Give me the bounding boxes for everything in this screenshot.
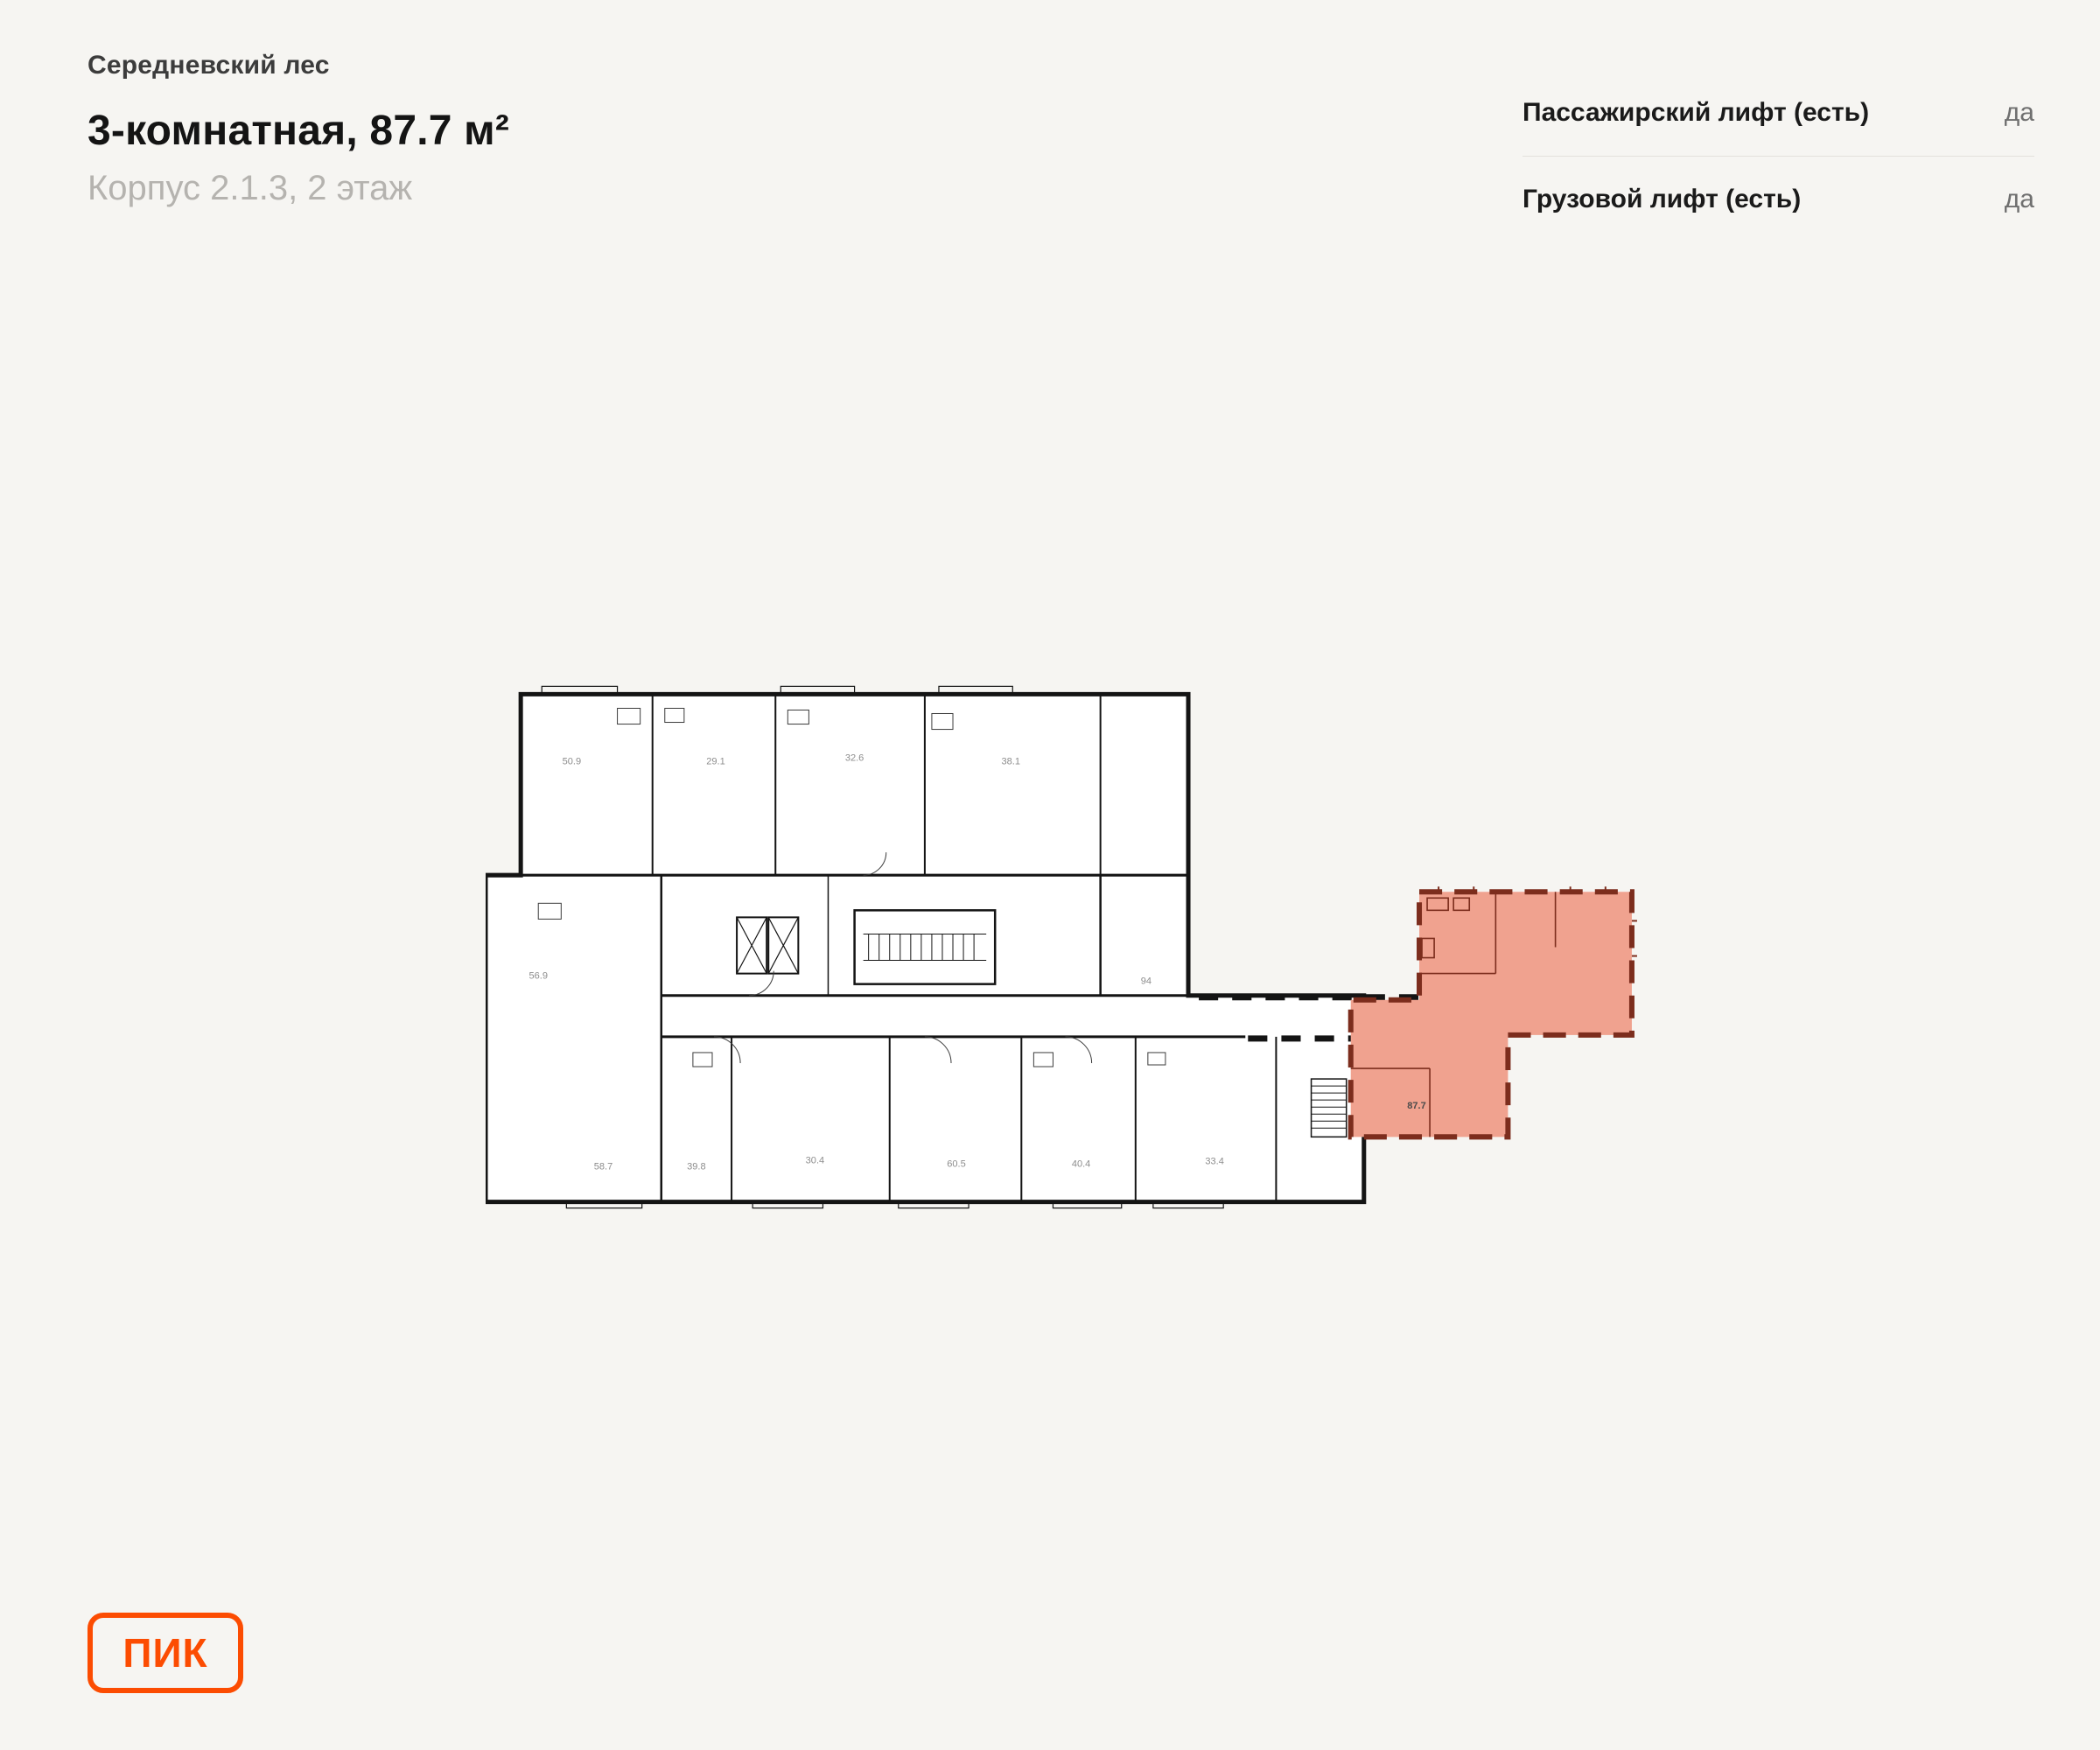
floor-plan-svg: 50.9 29.1 32.6 38.1 56.9 94 58.7 39.8 30… <box>486 685 1637 1209</box>
unit-area-label: 29.1 <box>706 757 724 767</box>
header: Середневский лес 3-комнатная, 87.7 м² Ко… <box>88 51 509 208</box>
cargo-lift-value: да <box>2004 185 2034 214</box>
highlighted-window-ticks <box>1438 886 1637 957</box>
unit-area-label: 40.4 <box>1072 1158 1090 1169</box>
divider <box>1522 156 2034 157</box>
highlighted-apartment-area-label: 87.7 <box>1407 1101 1425 1111</box>
lift-row-passenger: Пассажирский лифт (есть) да <box>1522 70 2034 156</box>
unit-area-label: 60.5 <box>947 1158 965 1169</box>
cargo-lift-label: Грузовой лифт (есть) <box>1522 185 1802 214</box>
apartment-subtitle: Корпус 2.1.3, 2 этаж <box>88 169 413 207</box>
highlighted-apartment[interactable]: 87.7 <box>1348 886 1637 1140</box>
lift-row-cargo: Грузовой лифт (есть) да <box>1522 157 2034 242</box>
unit-area-label: 39.8 <box>687 1161 705 1172</box>
passenger-lift-value: да <box>2004 98 2034 127</box>
unit-area-label: 94 <box>1141 976 1152 987</box>
lift-info-panel: Пассажирский лифт (есть) да Грузовой лиф… <box>1522 70 2034 242</box>
project-name: Середневский лес <box>88 51 330 80</box>
passenger-lift-label: Пассажирский лифт (есть) <box>1522 98 1870 127</box>
building-outline <box>486 691 1367 1205</box>
side-stairs <box>1310 1078 1348 1138</box>
unit-area-labels: 50.9 29.1 32.6 38.1 56.9 94 58.7 39.8 30… <box>528 753 1223 1172</box>
pik-logo-text: ПИК <box>122 1630 208 1676</box>
door-arcs <box>713 852 1093 1064</box>
unit-area-label: 56.9 <box>528 971 547 982</box>
unit-area-label: 30.4 <box>806 1155 824 1166</box>
fixtures <box>537 707 1166 1068</box>
dashed-corridor-walls <box>1199 994 1423 1042</box>
elevator-shafts <box>736 916 800 975</box>
floor-plan: 50.9 29.1 32.6 38.1 56.9 94 58.7 39.8 30… <box>486 682 1645 1212</box>
highlighted-apartment-outline[interactable] <box>1348 889 1634 1140</box>
unit-area-label: 38.1 <box>1002 757 1020 767</box>
unit-area-label: 58.7 <box>594 1161 612 1172</box>
unit-area-label: 50.9 <box>563 757 581 767</box>
apartment-title: 3-комнатная, 87.7 м² <box>88 108 510 154</box>
pik-logo[interactable]: ПИК <box>88 1613 243 1693</box>
highlighted-interior-walls <box>1350 892 1557 1138</box>
unit-area-label: 32.6 <box>845 753 864 764</box>
central-stairwell <box>853 909 997 985</box>
unit-area-label: 33.4 <box>1205 1156 1223 1166</box>
